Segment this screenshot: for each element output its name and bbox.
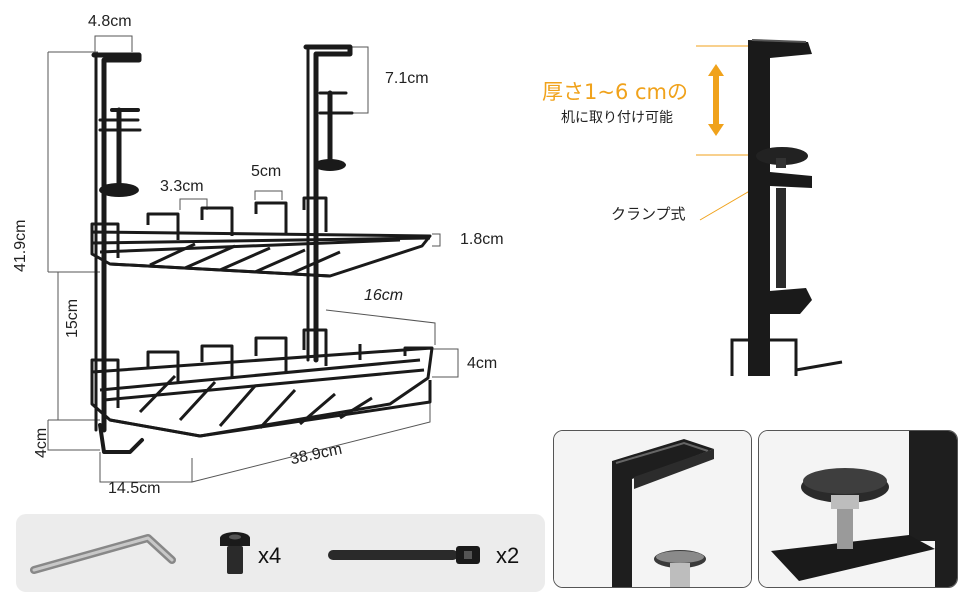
cable-tray-rack-illustration [47, 35, 459, 483]
screw-icon [220, 532, 250, 574]
dim-hook-height: 4cm [33, 427, 50, 458]
bracket-closeup-panel [553, 430, 752, 588]
dim-base-depth: 14.5cm [108, 480, 161, 497]
clamp-type-label: クランプ式 [611, 205, 686, 223]
thickness-label: 厚さ1~6 cmの [542, 80, 688, 104]
dim-shelf-spacing: 15cm [64, 298, 81, 338]
bracket-closeup-image [554, 431, 751, 587]
thickness-arrow-icon [708, 64, 724, 136]
dim-gap-large: 5cm [251, 163, 282, 180]
dim-basket-height: 4cm [467, 355, 498, 372]
dim-clamp-height: 7.1cm [385, 70, 429, 87]
strap-quantity: x2 [496, 543, 520, 568]
dim-gap-small: 3.3cm [160, 178, 204, 195]
knob-closeup-panel [758, 430, 958, 588]
dim-total-height: 41.9cm [12, 219, 29, 272]
mount-text: 机に取り付け可能 [561, 110, 673, 126]
dim-wire-height: 1.8cm [460, 231, 504, 248]
dim-top-width: 4.8cm [88, 13, 132, 30]
dim-shelf-depth: 16cm [364, 287, 404, 304]
velcro-strap-icon [328, 546, 480, 564]
hex-key-icon [30, 534, 176, 574]
knob-closeup-image [759, 431, 957, 587]
clamp-detail-illustration [696, 39, 843, 376]
screw-quantity: x4 [258, 543, 282, 568]
